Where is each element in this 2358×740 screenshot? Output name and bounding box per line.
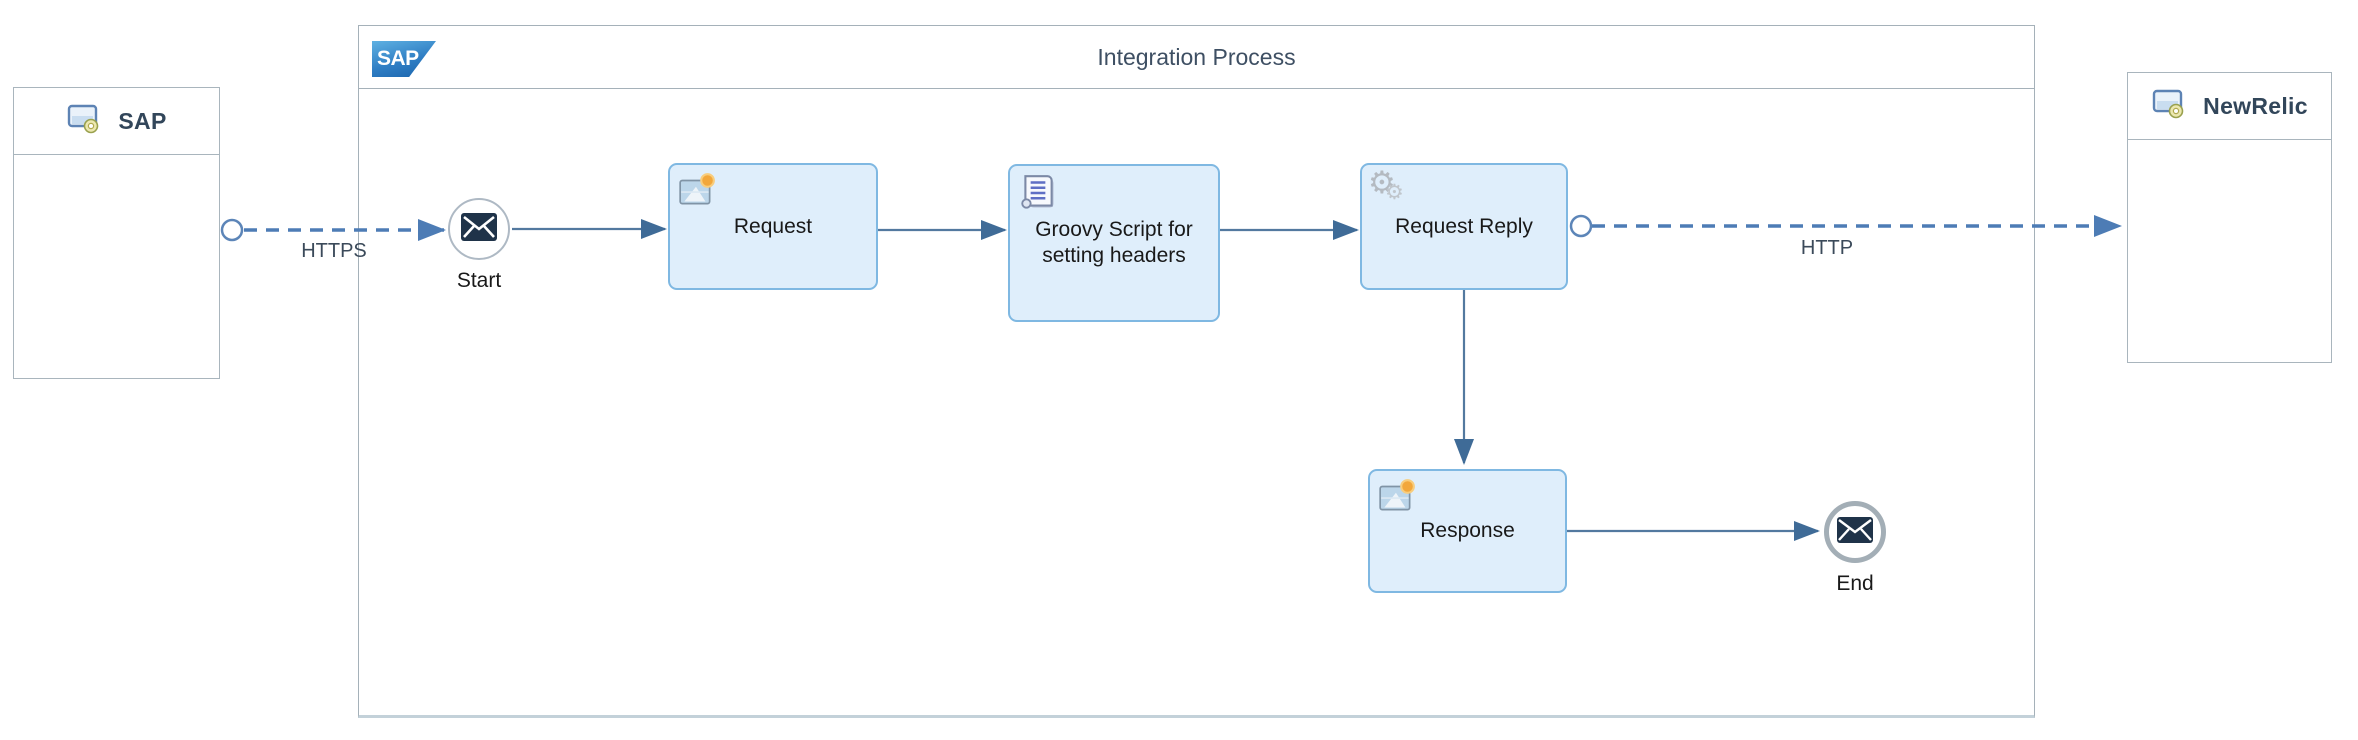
activity-request-label: Request	[733, 214, 813, 238]
activity-response-label: Response	[1420, 519, 1515, 542]
activity-request[interactable]: Request	[668, 163, 878, 290]
integration-process-title: Integration Process	[1097, 43, 1296, 70]
integration-process-pool[interactable]: Integration Process SAP	[358, 25, 2035, 718]
activity-request-reply[interactable]: ⚙ ⚙ Request Reply	[1360, 163, 1568, 290]
message-flow-https-label[interactable]: HTTPS	[301, 240, 367, 262]
participant-sender-sap[interactable]: SAP	[13, 87, 220, 379]
activity-groovy-script[interactable]: Groovy Script for setting headers	[1008, 164, 1220, 322]
activity-response[interactable]: Response	[1368, 469, 1567, 593]
start-event[interactable]: Start	[448, 198, 510, 293]
activity-groovy-script-label: Groovy Script for setting headers	[1035, 218, 1193, 267]
content-modifier-icon	[677, 171, 717, 216]
participant-newrelic-label: NewRelic	[2203, 92, 2308, 119]
system-icon	[2151, 88, 2187, 125]
participant-sap-label: SAP	[118, 107, 167, 134]
participant-receiver-newrelic[interactable]: NewRelic	[2127, 72, 2332, 363]
system-icon	[66, 103, 102, 140]
script-icon	[1017, 172, 1059, 219]
content-modifier-icon	[1377, 477, 1417, 522]
integration-process-header: Integration Process	[359, 26, 2034, 89]
activity-request-reply-label: Request Reply	[1395, 214, 1533, 238]
message-flow-https-source-port[interactable]	[220, 218, 244, 242]
participant-newrelic-header: NewRelic	[2128, 73, 2331, 140]
start-event-label: Start	[456, 269, 502, 292]
request-reply-icon: ⚙ ⚙	[1368, 165, 1404, 204]
message-flow-http-label[interactable]: HTTP	[1800, 237, 1854, 259]
end-event[interactable]: End	[1824, 501, 1886, 596]
message-envelope-icon	[460, 212, 498, 247]
participant-sap-header: SAP	[14, 88, 219, 155]
end-event-label: End	[1836, 572, 1874, 595]
message-envelope-icon	[1836, 516, 1874, 549]
